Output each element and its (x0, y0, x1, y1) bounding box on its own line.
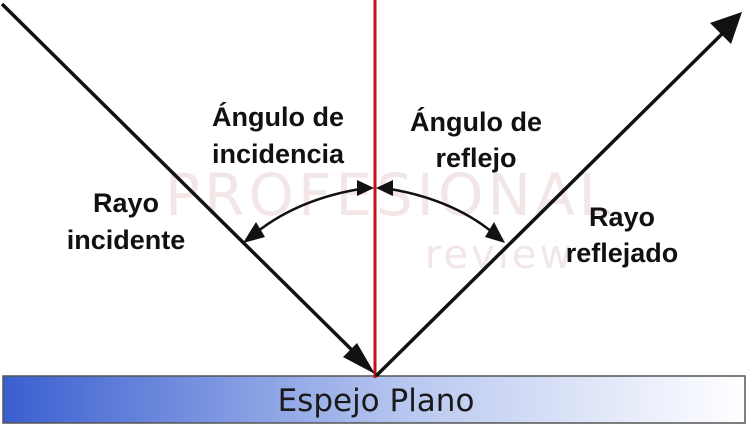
reflection-angle-arc (383, 186, 493, 233)
incidence-arc-arrowhead-ray (243, 222, 265, 243)
incidence-arc-arrowhead-normal (357, 180, 374, 196)
incident-ray-label-line1: Rayo (93, 188, 159, 218)
angle-incidence-label-line1: Ángulo de (212, 101, 344, 132)
reflection-arc-arrowhead-ray (485, 222, 505, 243)
incidence-angle-arc (256, 186, 367, 233)
reflected-ray-label-line1: Rayo (589, 202, 655, 232)
watermark-primary: PROFESIONAL (165, 161, 615, 229)
incident-ray-label-line2: incidente (67, 225, 186, 255)
angle-reflection-label-line1: Ángulo de (410, 106, 542, 137)
angle-incidence-label-line2: incidencia (212, 139, 345, 169)
reflected-ray-arrowhead (710, 12, 742, 44)
plane-mirror (2, 375, 746, 424)
reflection-arc-arrowhead-normal (376, 180, 393, 196)
reflected-ray-label-line2: reflejado (566, 238, 679, 268)
reflected-ray (374, 26, 730, 378)
mirror-label: Espejo Plano (278, 383, 475, 419)
incident-ray-arrowhead (343, 343, 375, 374)
angle-reflection-label-line2: reflejo (435, 143, 516, 173)
incident-ray (0, 2, 366, 364)
